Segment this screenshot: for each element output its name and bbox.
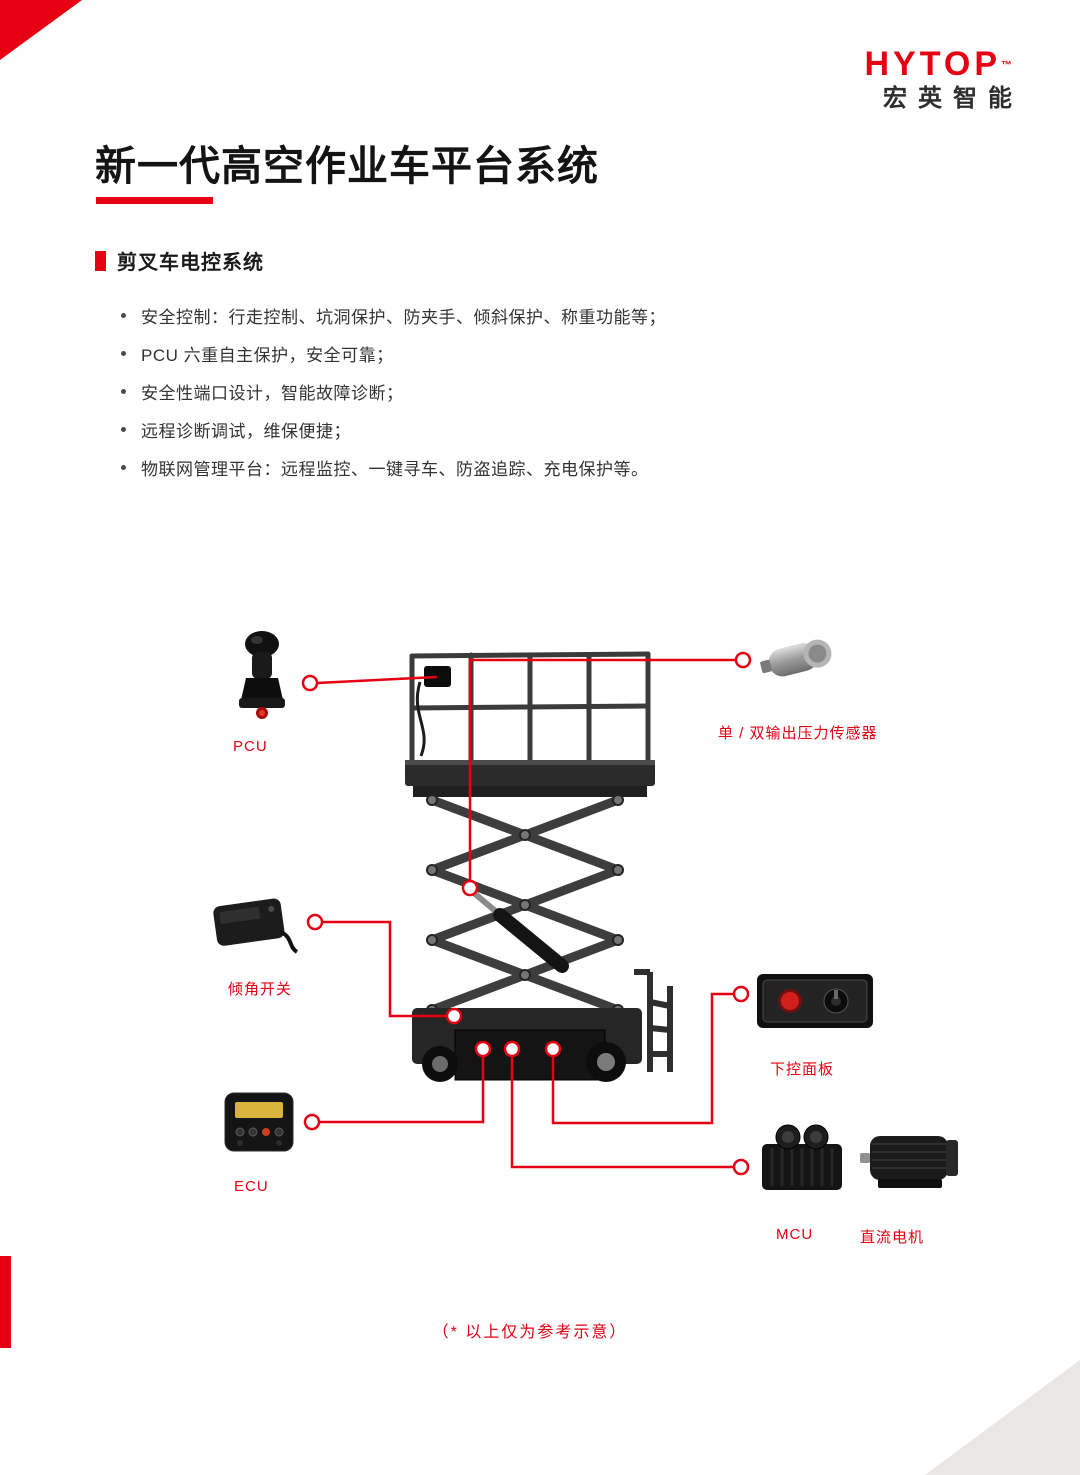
- callout-endpoint: [732, 985, 750, 1003]
- logo-company-name: 宏英智能: [883, 85, 1023, 113]
- dc-motor-icon: [860, 1136, 958, 1188]
- mcu-image: [756, 1118, 848, 1196]
- bullet-text: 远程诊断调试，维保便捷；: [141, 422, 351, 441]
- callout-line-lower-control-panel: [551, 992, 734, 1125]
- callout-line-pcu: [316, 675, 438, 685]
- tilt-switch-image: [205, 888, 300, 956]
- mounted-pcu-box: [424, 666, 451, 687]
- brand-logo: HYTOP™ 宏英智能: [864, 45, 1012, 113]
- system-diagram: PCU 单 / 双输出压力传感器 倾角开关 下控面板 ECU MCU 直流电机: [0, 620, 1080, 1310]
- bullet-dot: [121, 351, 126, 356]
- logo-wordmark: HYTOP™: [864, 45, 1012, 83]
- bullet-item: PCU 六重自主保护，安全可靠；: [121, 341, 666, 366]
- ecu-label: ECU: [234, 1178, 269, 1195]
- scissor-lift-diagram: [301, 651, 752, 1176]
- bullet-item: 安全性端口设计，智能故障诊断；: [121, 379, 666, 404]
- bullet-text: 安全性端口设计，智能故障诊断；: [141, 384, 404, 403]
- callout-endpoint: [303, 1113, 321, 1131]
- bullet-text: 安全控制：行走控制、坑洞保护、防夹手、倾斜保护、称重功能等；: [141, 308, 666, 327]
- tilt-switch-label: 倾角开关: [228, 981, 293, 998]
- feature-bullet-list: 安全控制：行走控制、坑洞保护、防夹手、倾斜保护、称重功能等； PCU 六重自主保…: [121, 303, 666, 493]
- joystick-icon: [239, 631, 285, 719]
- page-title: 新一代高空作业车平台系统: [95, 143, 599, 189]
- lower-control-panel-label: 下控面板: [770, 1061, 835, 1078]
- callout-endpoint: [301, 674, 319, 692]
- callout-endpoint: [461, 879, 479, 897]
- pressure-sensor-image: [760, 628, 840, 686]
- dc-motor-image: [858, 1122, 966, 1194]
- top-left-corner-triangle: [0, 0, 82, 60]
- bullet-item: 物联网管理平台：远程监控、一键寻车、防盗追踪、充电保护等。: [121, 455, 666, 480]
- callout-endpoint: [445, 1007, 463, 1025]
- trademark-symbol: ™: [1001, 59, 1012, 72]
- lower-control-panel-image: [756, 970, 874, 1032]
- ecu-display-icon: [224, 1092, 294, 1152]
- bottom-right-corner-triangle: [925, 1360, 1080, 1475]
- bullet-dot: [121, 389, 126, 394]
- callout-line-ecu: [319, 1056, 485, 1124]
- logo-text: HYTOP: [864, 45, 1001, 83]
- bullet-dot: [121, 465, 126, 470]
- callout-lines: [301, 651, 752, 1176]
- title-underline: [96, 197, 213, 204]
- bullet-item: 远程诊断调试，维保便捷；: [121, 417, 666, 442]
- scissor-lift-illustration: [405, 651, 673, 1082]
- callout-line-mcu: [510, 1056, 734, 1169]
- section-heading-label: 剪叉车电控系统: [117, 252, 264, 274]
- section-heading: 剪叉车电控系统: [95, 246, 264, 275]
- mcu-label: MCU: [776, 1226, 814, 1243]
- control-panel-icon: [757, 974, 873, 1028]
- pcu-image: [226, 628, 296, 720]
- tilt-switch-icon: [213, 898, 299, 954]
- bullet-dot: [121, 427, 126, 432]
- callout-endpoints: [301, 651, 752, 1176]
- bullet-text: PCU 六重自主保护，安全可靠；: [141, 346, 394, 365]
- left-accent-bar: [0, 1256, 11, 1348]
- dc-motor-label: 直流电机: [860, 1229, 925, 1246]
- pressure-sensor-icon: [760, 639, 832, 677]
- pcu-label: PCU: [233, 738, 268, 755]
- callout-line-tilt-switch: [322, 920, 447, 1018]
- callout-endpoint: [474, 1040, 492, 1058]
- pressure-sensor-label: 单 / 双输出压力传感器: [718, 725, 878, 742]
- callout-endpoint: [503, 1040, 521, 1058]
- callout-line-pressure-sensor: [468, 658, 736, 881]
- section-marker: [95, 250, 106, 271]
- bullet-dot: [121, 313, 126, 318]
- motor-controller-icon: [762, 1124, 842, 1190]
- callout-endpoint: [732, 1158, 750, 1176]
- callout-endpoint: [544, 1040, 562, 1058]
- bullet-text: 物联网管理平台：远程监控、一键寻车、防盗追踪、充电保护等。: [141, 460, 649, 479]
- callout-endpoint: [734, 651, 752, 669]
- ecu-image: [222, 1090, 296, 1154]
- callout-endpoint: [306, 913, 324, 931]
- footnote: （* 以上仅为参考示意）: [432, 1324, 628, 1341]
- bullet-item: 安全控制：行走控制、坑洞保护、防夹手、倾斜保护、称重功能等；: [121, 303, 666, 328]
